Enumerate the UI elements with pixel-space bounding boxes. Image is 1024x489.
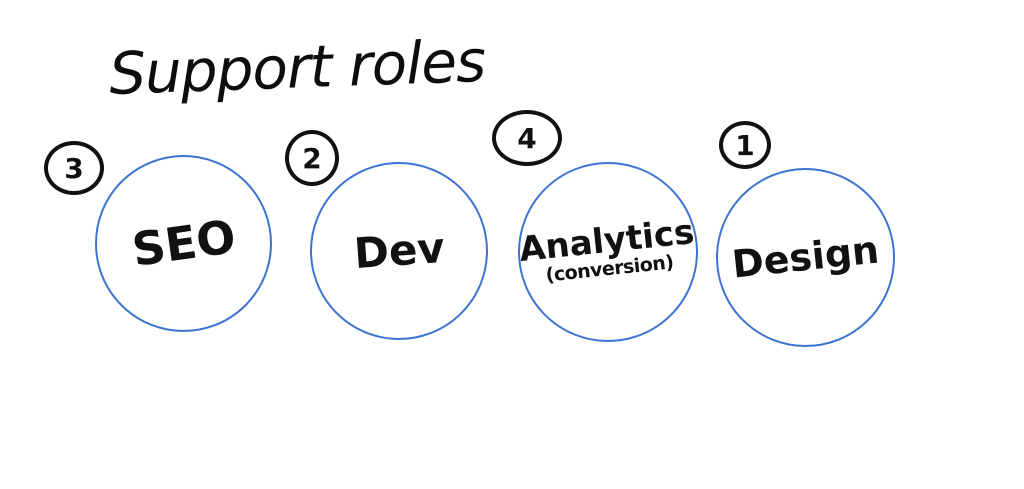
role-circle-seo: SEO [95, 155, 272, 332]
role-label-design: Design [729, 226, 881, 287]
priority-badge-dev: 2 [285, 130, 339, 186]
role-circle-analytics: Analytics (conversion) [517, 162, 698, 342]
priority-badge-analytics: 4 [492, 110, 562, 166]
role-circle-design: Design [716, 168, 895, 347]
role-name-seo: SEO [128, 209, 239, 278]
role-label-seo: SEO [128, 209, 239, 278]
priority-badge-seo: 3 [44, 141, 104, 195]
role-circle-dev: Dev [310, 162, 488, 340]
role-name-design: Design [729, 226, 881, 287]
diagram-title: Support roles [108, 26, 487, 108]
role-label-analytics: Analytics (conversion) [517, 212, 698, 289]
role-label-dev: Dev [351, 222, 446, 279]
role-name-dev: Dev [351, 222, 446, 279]
priority-badge-design: 1 [719, 121, 771, 169]
